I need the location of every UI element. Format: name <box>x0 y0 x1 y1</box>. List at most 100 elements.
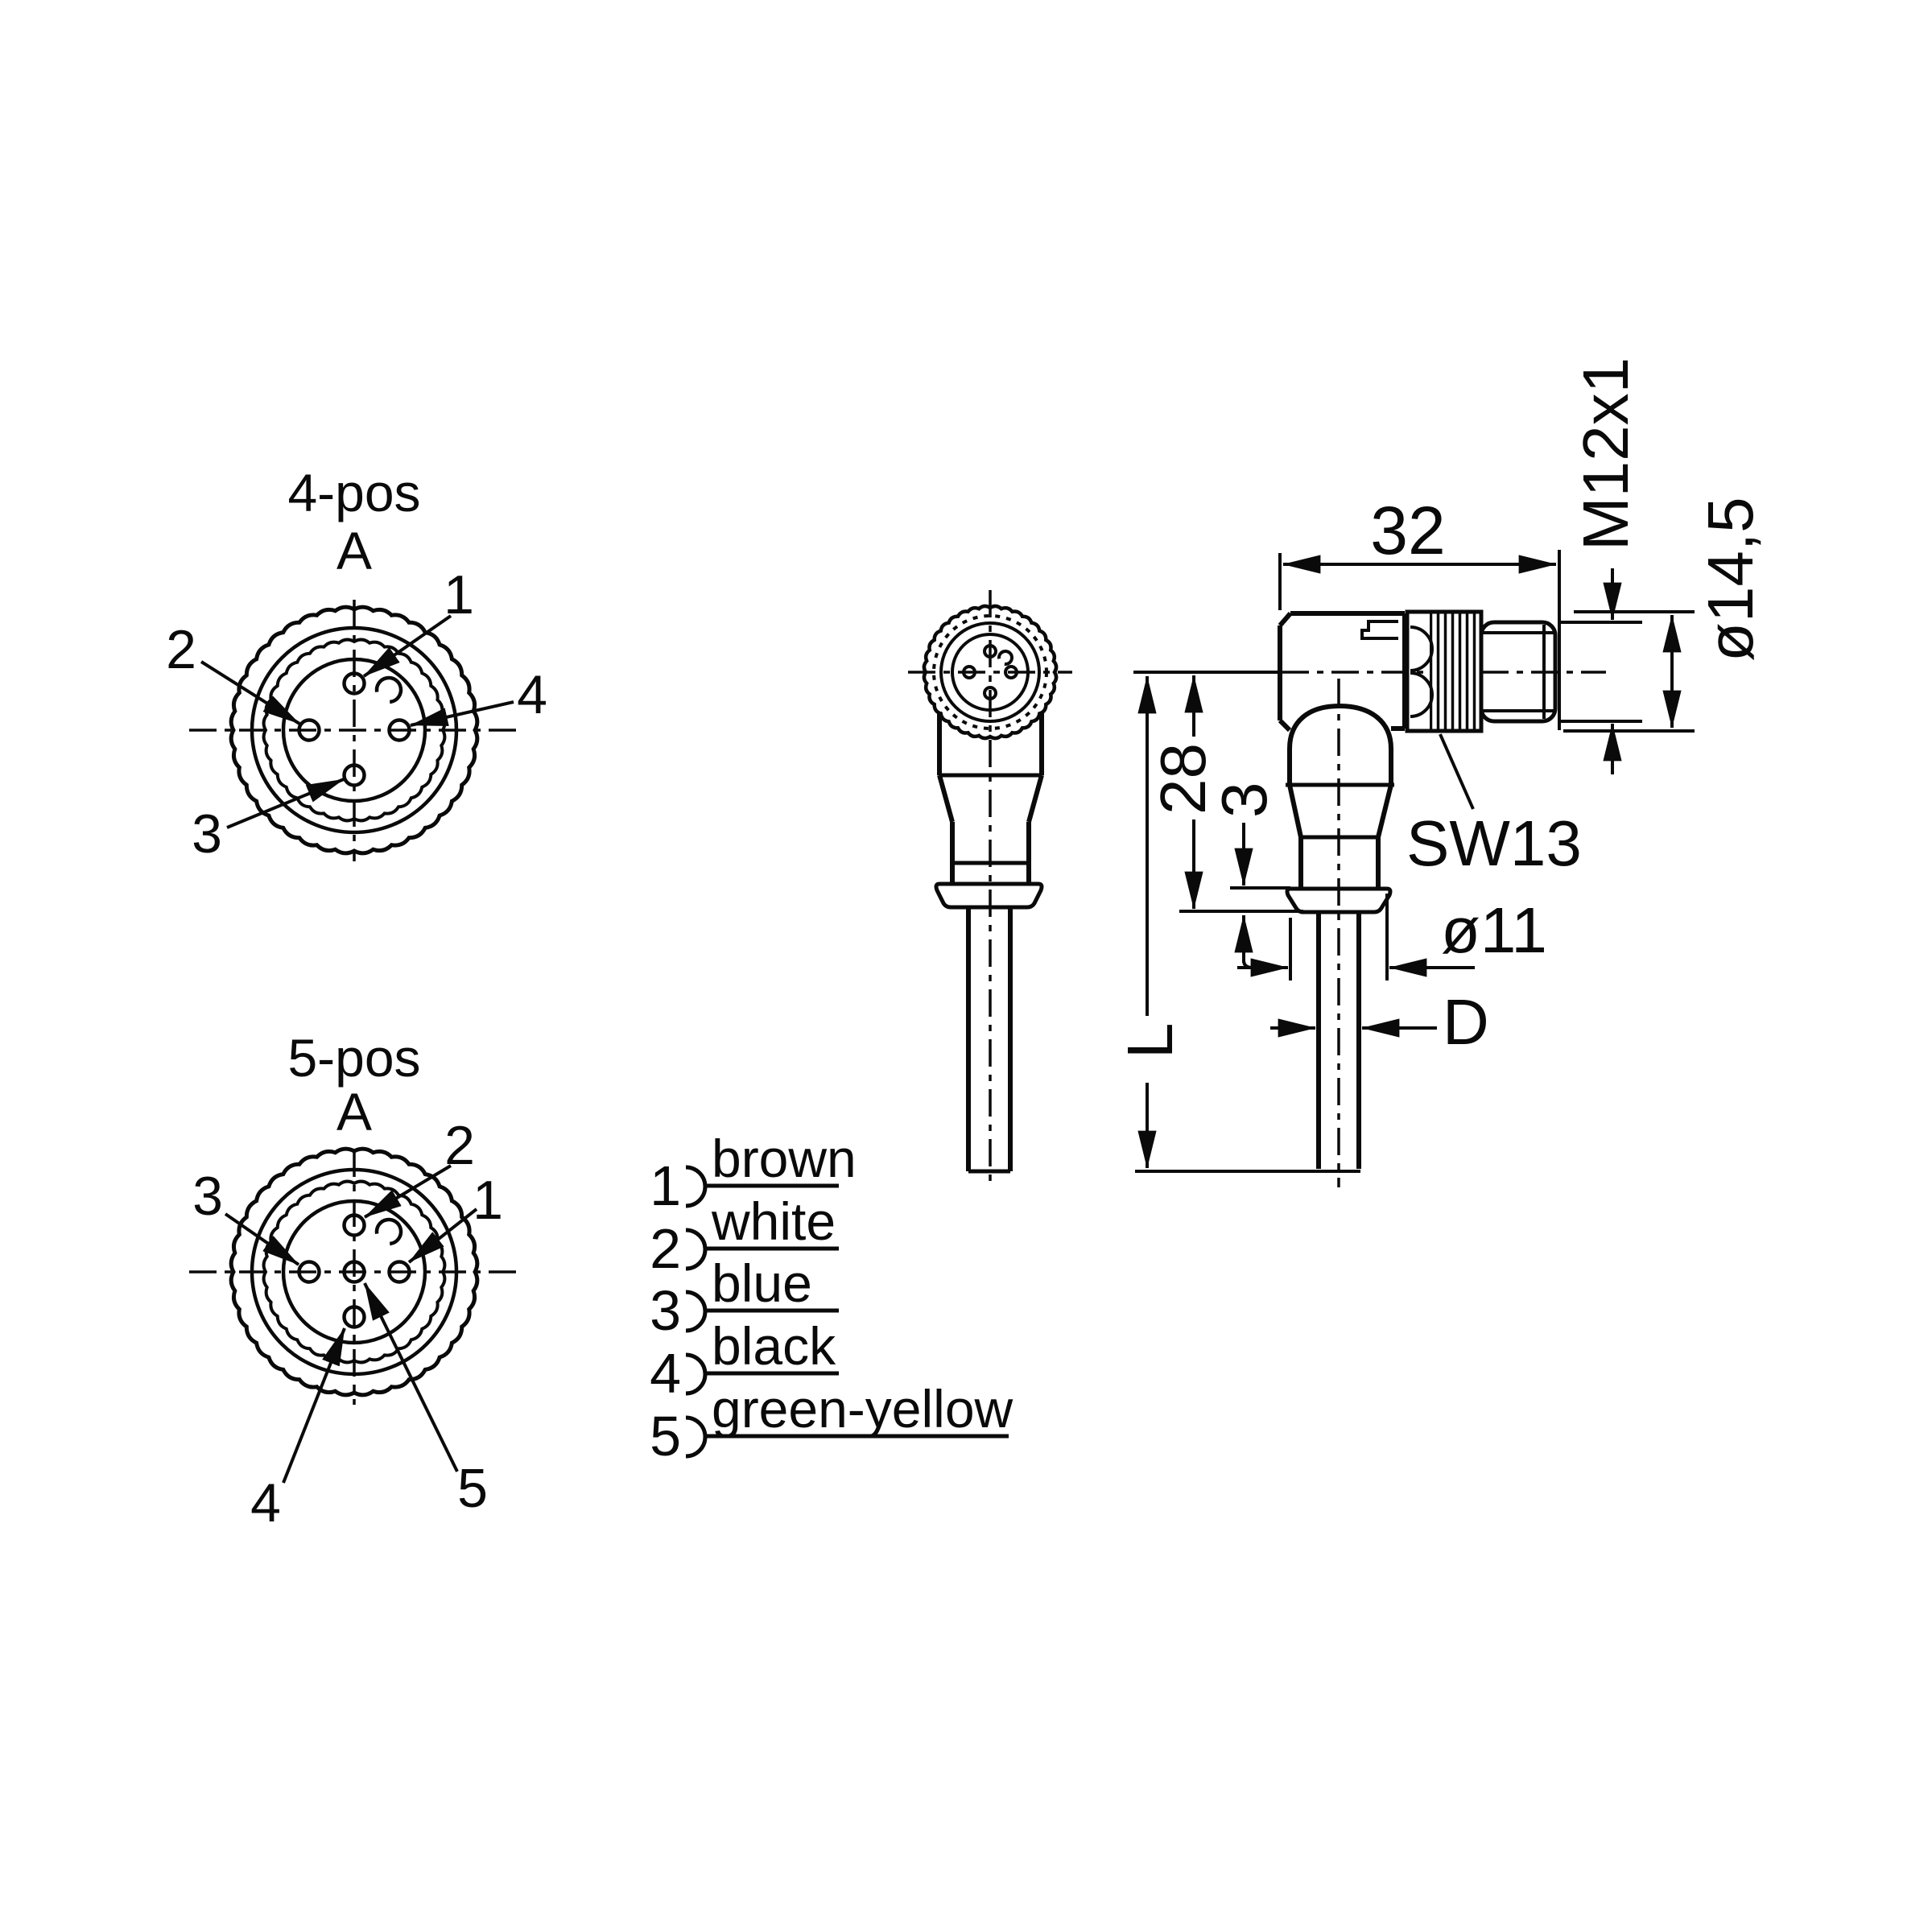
housing-circle <box>250 625 459 835</box>
legend-pin-number: 4 <box>650 1342 681 1405</box>
pin-label-3: 3 <box>192 803 222 865</box>
knurled-face-ring <box>922 604 1059 741</box>
thread-barrel <box>1479 620 1558 724</box>
face-circle <box>939 621 1041 723</box>
legend-pin-number: 2 <box>650 1217 681 1280</box>
boot-taper <box>1376 784 1393 838</box>
face-pin <box>983 686 997 700</box>
flange-outline <box>934 881 1044 910</box>
legend-row-1: 1 brown <box>650 1129 857 1217</box>
legend-row-4: 4 black <box>650 1316 839 1405</box>
pin-3-contact <box>297 1260 321 1284</box>
legend-row-3: 3 blue <box>650 1253 839 1342</box>
dim-m12x1-label: M12x1 <box>1570 357 1641 551</box>
dim-L-label: L <box>1114 1023 1186 1059</box>
face-pin <box>983 644 997 658</box>
pin-1-contact <box>387 1260 411 1284</box>
pin-3-contact <box>342 763 366 787</box>
view-4pos: 4-pos A 1 2 3 4 <box>166 463 547 865</box>
wire-exit-arc-icon <box>685 1228 708 1271</box>
pin-label-4: 4 <box>517 664 547 725</box>
nut-profile-arc <box>1410 625 1434 672</box>
legend-color-name: green-yellow <box>712 1379 1013 1439</box>
leader-pin-1 <box>362 614 452 678</box>
dim-32-label: 32 <box>1370 493 1445 568</box>
side-view-angled-connector: 32 M12x1 ø14,5 28 <box>1114 357 1766 1187</box>
pin-5-contact <box>342 1260 366 1284</box>
thread-outline <box>1479 620 1558 724</box>
wire-color-legend: 1 brown 2 white 3 blue 4 black 5 <box>650 1129 1013 1468</box>
face-pin <box>1004 665 1018 679</box>
boot-taper <box>937 774 955 823</box>
knurl-dotted-ring <box>932 614 1048 730</box>
wire-exit-arc-icon <box>685 1165 708 1208</box>
dim-dia11-label: ø11 <box>1441 894 1547 966</box>
view-5pos-title: 5-pos <box>287 1028 420 1088</box>
dim-D: D <box>1270 986 1489 1058</box>
insert-face-circle <box>951 633 1030 712</box>
leader-pin-2 <box>363 1164 452 1219</box>
face-pin <box>962 665 976 679</box>
wire-exit-arc-icon <box>685 1352 708 1396</box>
keyway-notch <box>374 675 403 704</box>
pin-label-1: 1 <box>444 564 474 625</box>
dim-28: 28 <box>1147 675 1303 913</box>
legend-color-name: white <box>711 1191 836 1251</box>
insert-circle <box>281 1199 427 1345</box>
pin-1-contact <box>342 671 366 696</box>
leader-pin-1 <box>407 1208 478 1264</box>
wire-exit-arc-icon <box>685 1415 708 1459</box>
pin-label-4: 4 <box>250 1472 281 1534</box>
pin-label-2: 2 <box>444 1115 475 1176</box>
legend-pin-number: 1 <box>650 1154 681 1217</box>
legend-color-name: brown <box>712 1129 857 1188</box>
flange-outline <box>1285 886 1393 914</box>
leader-pin-3 <box>224 1212 300 1266</box>
dim-3-label: 3 <box>1208 782 1280 819</box>
legend-row-2: 2 white <box>650 1191 839 1280</box>
coupling-nut <box>1405 609 1484 733</box>
view-4pos-coding: A <box>336 521 372 580</box>
pin-2-contact <box>297 718 321 742</box>
dim-dia14-5-label: ø14,5 <box>1695 497 1766 662</box>
leader-pin-3 <box>226 778 345 829</box>
leader-pin-4 <box>282 1327 346 1484</box>
dim-L: L <box>1114 675 1360 1173</box>
knurl-hatch <box>1430 613 1480 729</box>
housing-circle <box>250 1167 459 1377</box>
pin-label-3: 3 <box>192 1166 223 1227</box>
dim-3: 3 <box>1208 782 1290 969</box>
pin-2-contact <box>342 1213 366 1237</box>
pin-4-contact <box>387 718 411 742</box>
legend-row-5: 5 green-yellow <box>650 1379 1013 1468</box>
leader-pin-5 <box>363 1282 459 1472</box>
boot-taper <box>1026 774 1044 823</box>
dim-m12x1: M12x1 <box>1560 357 1642 774</box>
dim-32: 32 <box>1278 493 1561 730</box>
nut-profile-arc <box>1410 671 1434 718</box>
face-keyway <box>997 650 1013 666</box>
latch-slot-detail <box>1360 620 1398 640</box>
wire-exit-arc-icon <box>685 1290 708 1333</box>
leader-pin-2 <box>200 660 301 725</box>
insert-circle <box>281 657 427 803</box>
view-5pos-coding: A <box>336 1082 372 1141</box>
view-4pos-title: 4-pos <box>287 463 420 522</box>
pin-4-contact <box>342 1305 366 1329</box>
leader-line <box>1439 733 1475 810</box>
legend-color-name: blue <box>712 1253 812 1313</box>
boot-and-cable <box>1285 703 1394 1169</box>
dim-28-label: 28 <box>1147 743 1219 815</box>
pin-label-1: 1 <box>473 1170 503 1231</box>
dim-D-label: D <box>1443 986 1489 1058</box>
view-5pos: 5-pos A 2 1 3 4 5 <box>189 1028 522 1534</box>
leader-pin-4 <box>410 700 514 727</box>
boot-bell-outline <box>1287 703 1393 785</box>
boot-taper <box>1287 784 1303 838</box>
connector-body <box>1278 611 1407 733</box>
knurled-outer-ring <box>229 605 480 856</box>
body-chamfer <box>1278 612 1293 627</box>
label-sw13: SW13 <box>1406 733 1582 879</box>
dim-dia-14-5: ø14,5 <box>1563 497 1766 733</box>
